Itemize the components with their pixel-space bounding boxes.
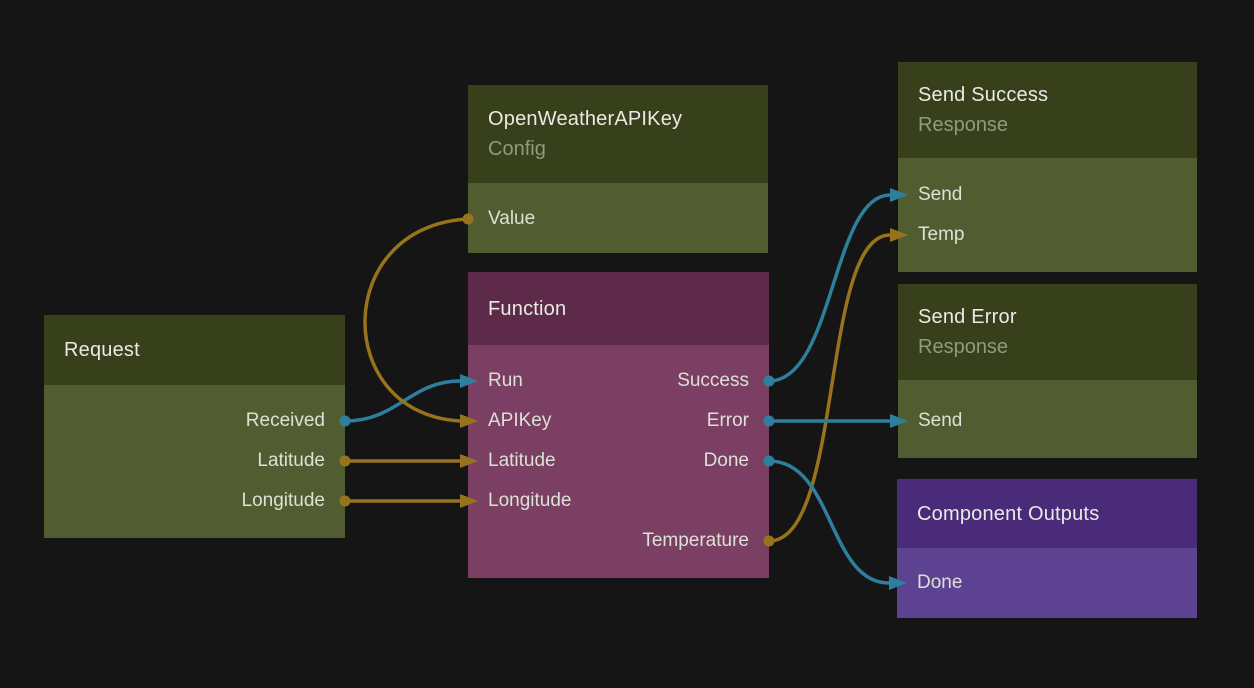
port-label: Send — [918, 184, 963, 205]
port-function-done[interactable]: Done — [703, 450, 749, 471]
port-label: Temp — [918, 224, 965, 245]
node-send-success-body: Send Temp — [898, 158, 1197, 272]
port-function-latitude[interactable]: Latitude — [488, 450, 556, 471]
port-send-success-send[interactable]: Send — [898, 175, 1197, 215]
node-function-body: Run Success APIKey Error Latitude Done L… — [468, 345, 769, 578]
wire-received-to-run[interactable] — [343, 379, 462, 423]
node-openweatherapikey-header: OpenWeatherAPIKey Config — [468, 85, 768, 183]
node-subtitle: Response — [918, 114, 1009, 136]
port-label: Send — [918, 410, 963, 431]
node-title: OpenWeatherAPIKey — [488, 108, 683, 130]
node-openweatherapikey-body: Value — [468, 183, 768, 253]
node-openweatherapikey[interactable]: OpenWeatherAPIKey Config Value — [468, 85, 768, 253]
port-function-success[interactable]: Success — [677, 370, 749, 391]
port-request-longitude[interactable]: Longitude — [44, 481, 345, 521]
port-function-run[interactable]: Run — [488, 370, 523, 391]
port-label: Received — [245, 410, 325, 431]
port-openweatherapikey-value[interactable]: Value — [468, 199, 768, 239]
node-function[interactable]: Function Run Success APIKey Error Latitu… — [468, 272, 769, 578]
wire-temperature-to-temp[interactable] — [767, 233, 892, 543]
node-title: Function — [488, 297, 567, 320]
node-component-outputs[interactable]: Component Outputs Done — [897, 479, 1197, 618]
node-function-header: Function — [468, 272, 769, 345]
node-request[interactable]: Request Received Latitude Longitude — [44, 315, 345, 538]
port-request-latitude[interactable]: Latitude — [44, 441, 345, 481]
port-function-apikey[interactable]: APIKey — [488, 410, 552, 431]
port-label: Longitude — [241, 490, 325, 511]
node-send-error[interactable]: Send Error Response Send — [898, 284, 1197, 458]
node-title: Send Error — [918, 306, 1017, 328]
node-component-outputs-header: Component Outputs — [897, 479, 1197, 548]
wire-done-to-done[interactable] — [767, 459, 891, 585]
port-function-longitude[interactable]: Longitude — [488, 490, 572, 511]
wire-success-to-send[interactable] — [767, 193, 892, 383]
port-label: Done — [917, 572, 963, 593]
node-send-success-header: Send Success Response — [898, 62, 1197, 158]
node-send-error-header: Send Error Response — [898, 284, 1197, 380]
node-send-error-body: Send — [898, 380, 1197, 458]
node-send-success[interactable]: Send Success Response Send Temp — [898, 62, 1197, 272]
node-title: Component Outputs — [917, 502, 1100, 525]
port-function-error[interactable]: Error — [706, 410, 749, 431]
port-request-received[interactable]: Received — [44, 401, 345, 441]
node-title: Request — [64, 339, 140, 361]
node-request-body: Received Latitude Longitude — [44, 385, 345, 538]
node-subtitle: Response — [918, 336, 1009, 358]
port-label: Value — [488, 208, 536, 229]
port-send-success-temp[interactable]: Temp — [898, 215, 1197, 255]
node-request-header: Request — [44, 315, 345, 385]
node-title: Send Success — [918, 84, 1049, 106]
port-function-temperature[interactable]: Temperature — [642, 530, 749, 551]
wire-value-to-apikey[interactable] — [363, 217, 470, 423]
node-component-outputs-body: Done — [897, 548, 1197, 618]
port-label: Latitude — [257, 450, 325, 471]
node-subtitle: Config — [488, 138, 546, 160]
port-send-error-send[interactable]: Send — [898, 401, 1197, 441]
port-component-outputs-done[interactable]: Done — [897, 563, 1197, 603]
